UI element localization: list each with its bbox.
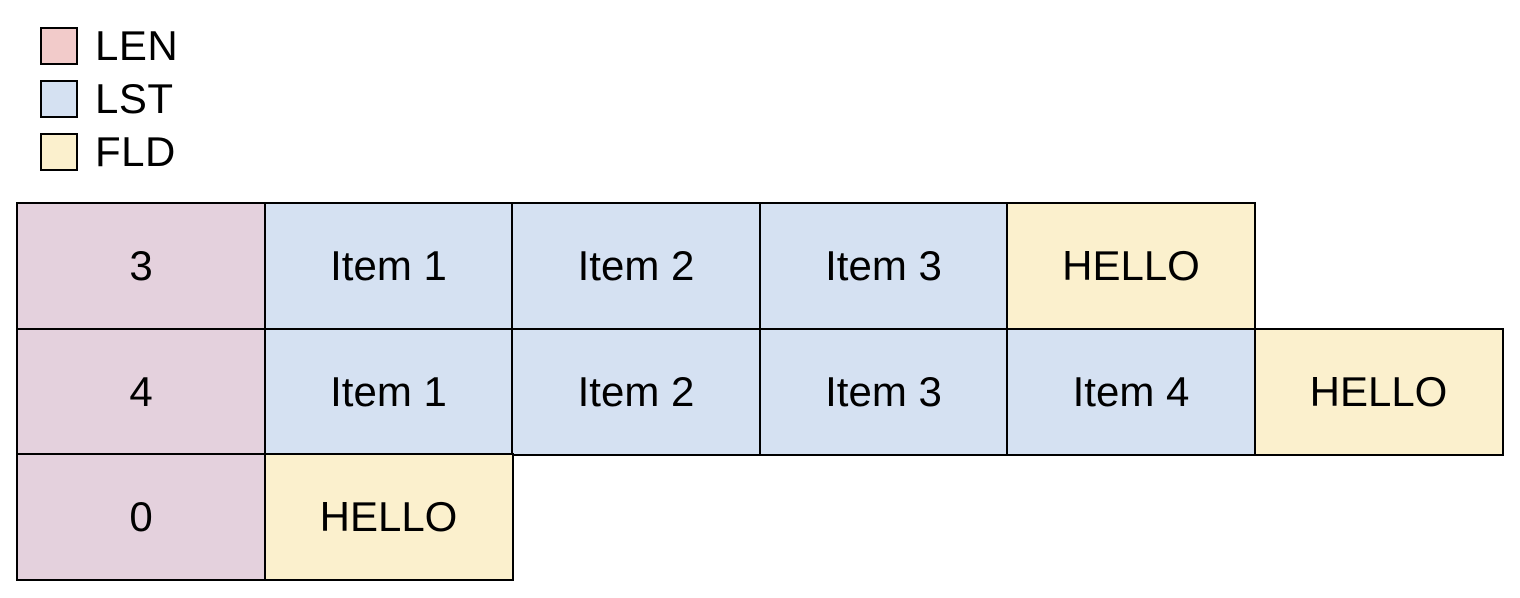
legend-item-lst: LST xyxy=(40,75,178,122)
lst-cell: Item 1 xyxy=(263,327,514,456)
legend-label-fld: FLD xyxy=(95,128,176,175)
len-cell: 0 xyxy=(16,453,266,581)
len-cell: 4 xyxy=(16,327,266,456)
lst-cell: Item 2 xyxy=(511,327,761,456)
lst-cell: Item 2 xyxy=(511,202,761,330)
lst-cell: Item 3 xyxy=(758,327,1009,456)
len-cell: 3 xyxy=(16,202,266,330)
fld-cell: HELLO xyxy=(1006,202,1256,330)
legend-swatch-lst xyxy=(40,80,78,118)
legend-swatch-len xyxy=(40,27,78,65)
lst-cell: Item 3 xyxy=(758,202,1009,330)
legend-swatch-fld xyxy=(40,133,78,171)
lst-cell: Item 1 xyxy=(263,202,514,330)
fld-cell: HELLO xyxy=(1253,327,1504,456)
legend-label-lst: LST xyxy=(95,75,174,122)
legend-label-len: LEN xyxy=(95,22,179,69)
lst-cell: Item 4 xyxy=(1006,327,1256,456)
legend: LEN LST FLD xyxy=(40,22,179,175)
legend-item-fld: FLD xyxy=(40,128,178,175)
fld-cell: HELLO xyxy=(263,453,514,581)
legend-item-len: LEN xyxy=(40,22,179,69)
